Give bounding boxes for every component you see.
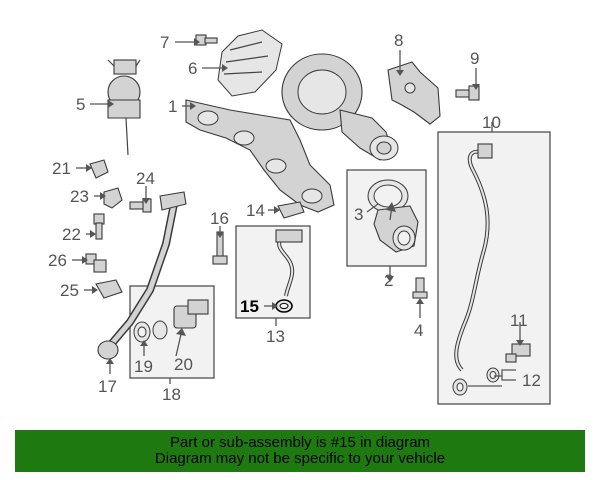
group-box-10 bbox=[437, 131, 551, 405]
banner-line-part-number: Part or sub-assembly is #15 in diagram bbox=[169, 434, 431, 451]
callout-8: 8 bbox=[394, 31, 403, 50]
part-2-outlet-elbow bbox=[373, 205, 419, 253]
part-26-bolt bbox=[85, 253, 107, 273]
callout-22: 22 bbox=[62, 225, 81, 244]
callout-24: 24 bbox=[136, 169, 155, 188]
part-1-ports bbox=[197, 110, 323, 204]
part-10-oil-line-inner bbox=[455, 150, 489, 371]
callout-11: 11 bbox=[510, 311, 528, 330]
part-6-ribs bbox=[223, 41, 269, 75]
callout-5: 5 bbox=[76, 95, 85, 114]
callout-19: 19 bbox=[134, 357, 153, 376]
part-13-flange bbox=[275, 229, 303, 243]
callout-13: 13 bbox=[266, 327, 285, 346]
part-5-actuator bbox=[107, 59, 141, 156]
callout-18: 18 bbox=[162, 385, 181, 404]
callout-2: 2 bbox=[384, 271, 393, 290]
callout-17: 17 bbox=[98, 377, 117, 396]
part-3-gasket-inner bbox=[373, 184, 403, 208]
turbocharger bbox=[281, 53, 399, 161]
callout-10: 10 bbox=[482, 113, 501, 132]
part-8-bracket bbox=[387, 61, 441, 125]
callout-4: 4 bbox=[414, 321, 423, 340]
part-23-clamp bbox=[103, 187, 123, 209]
leader-arrowheads bbox=[82, 38, 524, 364]
callout-6: 6 bbox=[188, 59, 197, 78]
part-17-end-fitting bbox=[97, 340, 119, 360]
part-4-bolt bbox=[412, 277, 428, 299]
part-8-hole bbox=[404, 82, 416, 94]
part-17-top-flange bbox=[159, 191, 187, 211]
part-20-plug bbox=[173, 299, 209, 329]
part-6-heat-shield bbox=[217, 29, 283, 97]
exploded-parts-diagram: 7 6 5 1 8 9 10 3 2 4 11 12 14 16 15 13 1… bbox=[48, 29, 551, 405]
part-25-clip bbox=[95, 279, 123, 299]
callout-7: 7 bbox=[160, 33, 169, 52]
part-17-return-tube-inner bbox=[106, 203, 177, 350]
callout-9: 9 bbox=[470, 49, 479, 68]
part-15-seal-ring-inner bbox=[279, 302, 289, 310]
part-14-clip bbox=[277, 201, 305, 219]
callout-15-highlighted: 15 bbox=[240, 297, 259, 316]
part-10-fitting bbox=[477, 143, 493, 159]
part-22-bolt bbox=[93, 213, 105, 240]
callout-1: 1 bbox=[168, 97, 177, 116]
part-7-bolt bbox=[195, 34, 218, 46]
part-19-washer-inner bbox=[137, 326, 147, 338]
callout-26: 26 bbox=[48, 251, 67, 270]
part-21-bracket bbox=[89, 159, 109, 179]
callout-3: 3 bbox=[354, 205, 363, 224]
part-18-washer bbox=[152, 320, 168, 340]
callout-12: 12 bbox=[522, 371, 541, 390]
info-banner: Part or sub-assembly is #15 in diagram D… bbox=[15, 430, 585, 472]
part-13-pipe-inner bbox=[278, 239, 294, 297]
callout-16: 16 bbox=[210, 209, 229, 228]
callout-23: 23 bbox=[70, 187, 89, 206]
callout-25: 25 bbox=[60, 281, 79, 300]
part-1-exhaust-manifold bbox=[185, 99, 335, 213]
callout-21: 21 bbox=[52, 159, 71, 178]
callout-20: 20 bbox=[174, 355, 193, 374]
banner-line-disclaimer: Diagram may not be specific to your vehi… bbox=[154, 450, 446, 467]
callout-14: 14 bbox=[246, 201, 265, 220]
part-12-washers bbox=[452, 367, 500, 396]
